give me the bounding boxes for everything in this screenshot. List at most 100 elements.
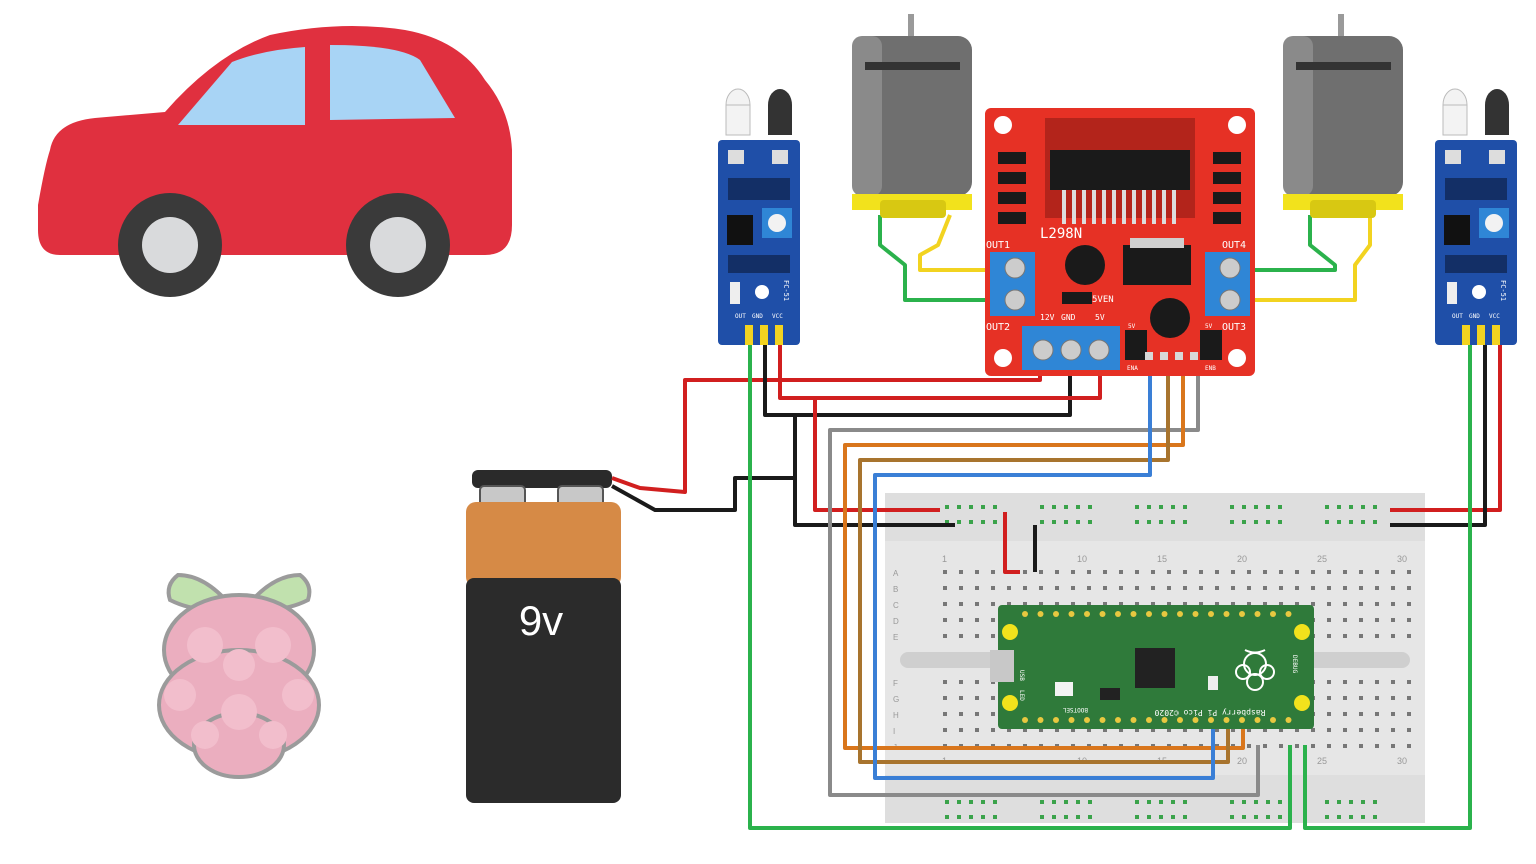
rail-hole bbox=[1052, 800, 1056, 804]
rail-hole bbox=[1135, 800, 1139, 804]
battery-9v: 9v bbox=[466, 470, 621, 803]
rail-hole bbox=[1159, 800, 1163, 804]
rail-hole bbox=[1171, 800, 1175, 804]
pico-pin bbox=[1223, 611, 1230, 617]
strip-hole bbox=[1343, 618, 1347, 622]
strip-hole bbox=[1215, 570, 1219, 574]
strip-hole bbox=[1279, 744, 1283, 748]
pico-pin bbox=[1115, 717, 1121, 723]
rail-hole bbox=[957, 815, 961, 819]
rail-hole bbox=[1171, 505, 1175, 509]
strip-hole bbox=[959, 602, 963, 606]
ir-sensor-right: FC-51 OUT GND VCC bbox=[1435, 88, 1517, 345]
bb-row-d: D bbox=[893, 617, 899, 626]
strip-hole bbox=[1119, 570, 1123, 574]
rail-hole bbox=[1361, 800, 1365, 804]
strip-hole bbox=[1327, 634, 1331, 638]
bb-row-i: I bbox=[893, 727, 895, 736]
bb-col-10: 10 bbox=[1077, 554, 1087, 564]
strip-hole bbox=[1391, 712, 1395, 716]
strip-hole bbox=[1055, 570, 1059, 574]
strip-hole bbox=[1119, 602, 1123, 606]
rail-hole bbox=[1076, 505, 1080, 509]
bb-row-b: B bbox=[893, 585, 898, 594]
strip-hole bbox=[1295, 602, 1299, 606]
right-sensor-out: OUT bbox=[1452, 313, 1463, 320]
strip-hole bbox=[959, 634, 963, 638]
strip-hole bbox=[975, 586, 979, 590]
strip-hole bbox=[1407, 744, 1411, 748]
strip-hole bbox=[1135, 728, 1139, 732]
rail-hole bbox=[1040, 815, 1044, 819]
rail-hole bbox=[1242, 505, 1246, 509]
rail-hole bbox=[1183, 800, 1187, 804]
rail-hole bbox=[1171, 520, 1175, 524]
strip-hole bbox=[1407, 696, 1411, 700]
rail-hole bbox=[1254, 505, 1258, 509]
strip-hole bbox=[1231, 602, 1235, 606]
wire-in3-blue bbox=[873, 355, 1215, 780]
strip-hole bbox=[1199, 570, 1203, 574]
rail-hole bbox=[1183, 505, 1187, 509]
rail-hole bbox=[1373, 815, 1377, 819]
heatsink-fin bbox=[1102, 190, 1106, 224]
strip-hole bbox=[1343, 634, 1347, 638]
strip-hole bbox=[1055, 728, 1059, 732]
strip-hole bbox=[1311, 744, 1315, 748]
strip-hole bbox=[1407, 586, 1411, 590]
strip-hole bbox=[1359, 618, 1363, 622]
strip-hole bbox=[1375, 728, 1379, 732]
strip-hole bbox=[1247, 744, 1251, 748]
pico-pin bbox=[1161, 717, 1168, 723]
rail-hole bbox=[1349, 800, 1353, 804]
driver-out3: OUT3 bbox=[1222, 322, 1246, 333]
pico-debug: DEBUG bbox=[1291, 655, 1298, 673]
rail-hole bbox=[1230, 800, 1234, 804]
pico-pin bbox=[1192, 611, 1199, 617]
rail-hole bbox=[1135, 815, 1139, 819]
strip-hole bbox=[1343, 696, 1347, 700]
strip-hole bbox=[1055, 602, 1059, 606]
bb-col-30b: 30 bbox=[1397, 756, 1407, 766]
strip-hole bbox=[1039, 570, 1043, 574]
strip-hole bbox=[1343, 570, 1347, 574]
strip-hole bbox=[1263, 570, 1267, 574]
strip-hole bbox=[943, 712, 947, 716]
strip-hole bbox=[1103, 602, 1107, 606]
strip-hole bbox=[943, 570, 947, 574]
strip-hole bbox=[1215, 602, 1219, 606]
strip-hole bbox=[1327, 602, 1331, 606]
strip-hole bbox=[1391, 618, 1395, 622]
wire-right-sensor-vcc bbox=[1390, 340, 1502, 512]
rail-hole bbox=[1325, 800, 1329, 804]
strip-hole bbox=[975, 728, 979, 732]
pico-label: Raspberry Pi Pico ©2020 bbox=[1154, 708, 1265, 717]
strip-hole bbox=[991, 712, 995, 716]
driver-5ven: 5VEN bbox=[1092, 295, 1114, 305]
pico-raspberry-icon bbox=[1235, 649, 1275, 691]
strip-hole bbox=[1167, 602, 1171, 606]
strip-hole bbox=[1359, 586, 1363, 590]
pico-pin bbox=[1037, 717, 1044, 723]
strip-hole bbox=[1231, 586, 1235, 590]
heatsink-fin bbox=[1082, 190, 1086, 224]
strip-hole bbox=[1359, 696, 1363, 700]
strip-hole bbox=[1391, 680, 1395, 684]
strip-hole bbox=[1359, 712, 1363, 716]
rail-hole bbox=[1088, 505, 1092, 509]
strip-hole bbox=[1199, 586, 1203, 590]
strip-hole bbox=[959, 570, 963, 574]
strip-hole bbox=[1391, 744, 1395, 748]
strip-hole bbox=[1023, 602, 1027, 606]
rail-hole bbox=[1088, 815, 1092, 819]
strip-hole bbox=[975, 712, 979, 716]
pico-pin bbox=[1068, 717, 1075, 723]
strip-hole bbox=[1327, 586, 1331, 590]
pico-pin bbox=[1208, 717, 1214, 723]
rail-hole bbox=[1266, 505, 1270, 509]
rail-hole bbox=[1325, 815, 1329, 819]
strip-hole bbox=[1087, 728, 1091, 732]
rail-hole bbox=[1147, 505, 1151, 509]
strip-hole bbox=[1375, 634, 1379, 638]
strip-hole bbox=[1103, 570, 1107, 574]
